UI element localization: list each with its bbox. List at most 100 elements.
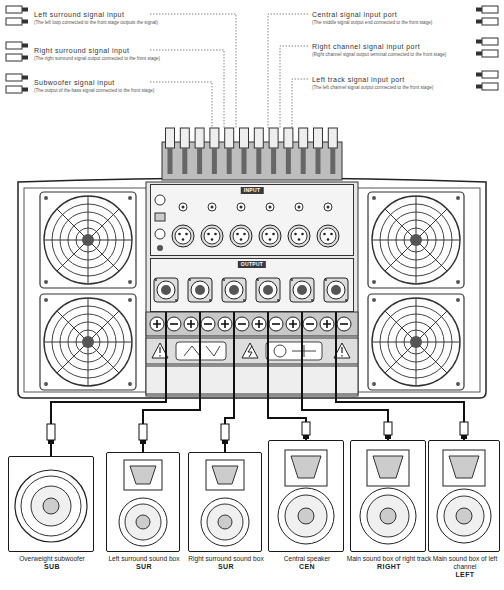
horn-frame bbox=[206, 460, 244, 490]
speaker-box: Main sound box of right trackRIGHT bbox=[350, 440, 426, 552]
channel-code: CEN bbox=[264, 563, 350, 571]
warning-triangle bbox=[242, 343, 258, 358]
jack-socket bbox=[295, 203, 303, 211]
input-note: (The middle signal output end connected … bbox=[312, 20, 474, 26]
woofer-ring bbox=[444, 496, 484, 536]
channel-code: SUR bbox=[102, 563, 186, 571]
input-label: Left surround signal input bbox=[34, 10, 234, 19]
rca-plug-icon bbox=[6, 6, 28, 13]
woofer-cone bbox=[278, 488, 334, 544]
jack-socket bbox=[208, 203, 216, 211]
xlr-socket bbox=[317, 225, 339, 247]
lightning-mark bbox=[248, 346, 252, 357]
input-label: Subwoofer signal input bbox=[34, 78, 234, 87]
speaker-face bbox=[360, 450, 416, 544]
rca-plug-icon bbox=[6, 54, 28, 61]
speakon-plug bbox=[221, 424, 229, 440]
speaker-cable bbox=[143, 312, 200, 452]
rca-plug bbox=[240, 128, 249, 148]
xlr-socket bbox=[172, 225, 194, 247]
speakon-plug bbox=[384, 422, 392, 435]
rca-plug bbox=[210, 128, 219, 148]
terminal-minus bbox=[201, 317, 215, 331]
speaker-name: Main sound box of left channel bbox=[424, 555, 504, 571]
hazard-icon-mark bbox=[292, 345, 316, 357]
horn-frame bbox=[367, 450, 409, 486]
channel-code: RIGHT bbox=[346, 563, 432, 571]
speaker-cable bbox=[51, 312, 166, 456]
hazard-icon bbox=[266, 342, 322, 360]
rca-plug bbox=[284, 128, 293, 148]
speaker-face bbox=[437, 450, 491, 543]
speakon-plug bbox=[139, 424, 147, 440]
jack-socket bbox=[179, 203, 187, 211]
input-label: Right channel signal input port bbox=[312, 42, 474, 51]
speaker-face bbox=[278, 450, 334, 544]
speakon-socket bbox=[222, 278, 246, 302]
speakon-socket bbox=[256, 278, 280, 302]
speaker-face bbox=[119, 460, 167, 546]
speaker-caption: Main sound box of right trackRIGHT bbox=[346, 555, 432, 571]
rca-plug-icon bbox=[476, 18, 498, 25]
xlr-socket bbox=[288, 225, 310, 247]
input-label: Left track signal input port bbox=[312, 75, 474, 84]
speaker-caption: Central speakerCEN bbox=[264, 555, 350, 571]
terminal-plus bbox=[218, 317, 232, 331]
jack-socket bbox=[324, 203, 332, 211]
speakon-plug bbox=[47, 424, 55, 440]
speaker-name: Central speaker bbox=[264, 555, 350, 563]
rca-plug-icon bbox=[476, 6, 498, 13]
terminal-strip bbox=[146, 312, 358, 336]
woofer-cone bbox=[437, 489, 491, 543]
plug-tip bbox=[461, 435, 467, 439]
input-label: Right surround signal input bbox=[34, 46, 234, 55]
woofer-ring bbox=[285, 495, 327, 537]
woofer-ring bbox=[207, 504, 243, 540]
rca-plug-icon bbox=[6, 86, 28, 93]
led bbox=[157, 245, 163, 251]
speaker-caption: Right surround sound boxSUR bbox=[184, 555, 268, 571]
terminal-minus bbox=[337, 317, 351, 331]
jack-socket bbox=[237, 203, 245, 211]
fan-grille bbox=[40, 294, 136, 390]
speaker-caption: Overweight subwooferSUB bbox=[4, 555, 100, 571]
woofer-ring bbox=[21, 476, 81, 536]
terminal-plus bbox=[286, 317, 300, 331]
speakon-socket bbox=[154, 278, 178, 302]
horn-frame bbox=[124, 460, 162, 490]
warning-triangle bbox=[334, 343, 350, 358]
dust-cap bbox=[298, 508, 314, 524]
xlr-socket bbox=[230, 225, 252, 247]
xlr-socket bbox=[201, 225, 223, 247]
channel-code: SUB bbox=[4, 563, 100, 571]
dust-cap bbox=[43, 498, 59, 514]
horn-frame bbox=[285, 450, 327, 486]
plug-tip bbox=[303, 435, 309, 439]
plug-tip bbox=[222, 440, 228, 444]
woofer-cone bbox=[360, 488, 416, 544]
subwoofer-face bbox=[15, 470, 87, 542]
channel-code: LEFT bbox=[424, 571, 504, 579]
fan-grille bbox=[368, 294, 464, 390]
rca-plugs bbox=[166, 128, 338, 174]
horn-throat bbox=[130, 466, 156, 484]
speaker-cable bbox=[225, 312, 234, 452]
panel-section: INPUT bbox=[150, 184, 354, 256]
speaker-name: Left surround sound box bbox=[102, 555, 186, 563]
speaker-box: Overweight subwooferSUB bbox=[8, 456, 94, 552]
speaker-face bbox=[201, 460, 249, 546]
woofer-cone bbox=[15, 470, 87, 542]
terminal-minus bbox=[235, 317, 249, 331]
rca-plug-icon bbox=[6, 18, 28, 25]
rca-plug-icon bbox=[476, 50, 498, 57]
horn-throat bbox=[373, 456, 403, 478]
speaker-name: Main sound box of right track bbox=[346, 555, 432, 563]
switch bbox=[155, 213, 165, 221]
warning-mark bbox=[159, 347, 160, 357]
horn-throat bbox=[449, 456, 479, 478]
control-panel bbox=[146, 182, 358, 396]
rca-plug bbox=[180, 128, 189, 148]
input-note: (Right channel signal output terminal co… bbox=[312, 52, 474, 58]
rca-plug-icon bbox=[476, 38, 498, 45]
jack-socket bbox=[266, 203, 274, 211]
